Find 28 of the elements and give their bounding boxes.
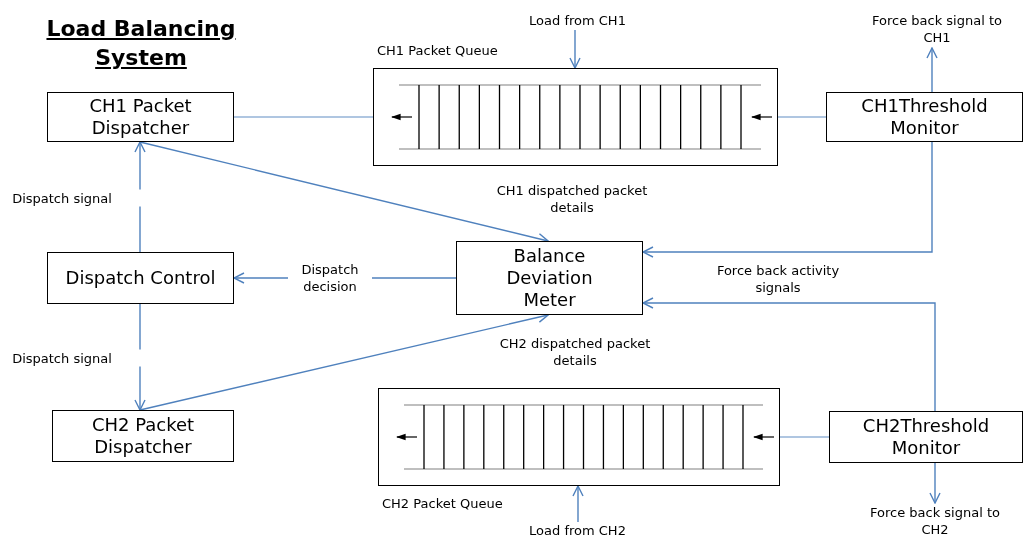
- diagram-title: Load Balancing System: [45, 15, 237, 72]
- process-box: [826, 92, 1023, 142]
- box-label: Dispatch Control: [65, 267, 216, 289]
- signal-label: Load from CH2: [495, 522, 660, 539]
- box-label: CH2 Packet Dispatcher: [90, 414, 196, 458]
- connector-line: [233, 116, 374, 118]
- process-box: [47, 252, 234, 304]
- arrow: [642, 297, 936, 412]
- arrow: [929, 462, 941, 504]
- process-box: [47, 92, 234, 142]
- signal-label: Load from CH1: [495, 10, 660, 30]
- box-label: CH1Threshold Monitor: [860, 95, 989, 139]
- process-box: [456, 241, 643, 315]
- box-label: CH1 Packet Dispatcher: [88, 95, 193, 139]
- box-label: CH2Threshold Monitor: [861, 415, 991, 459]
- connector-line: [779, 436, 830, 438]
- box-label: Balance Deviation Meter: [505, 245, 594, 311]
- queue-label: CH2 Packet Queue: [382, 495, 503, 512]
- arrow: [572, 485, 584, 523]
- arrow: [642, 141, 933, 258]
- process-box: [829, 411, 1023, 463]
- queue-label: CH1 Packet Queue: [377, 42, 498, 59]
- arrow: [926, 47, 938, 93]
- arrow: [569, 29, 581, 69]
- connector-line: [777, 116, 827, 118]
- process-box: [52, 410, 234, 462]
- signal-label: Force back signal to CH2: [860, 503, 1010, 539]
- signal-label: Force back signal to CH1: [862, 10, 1012, 48]
